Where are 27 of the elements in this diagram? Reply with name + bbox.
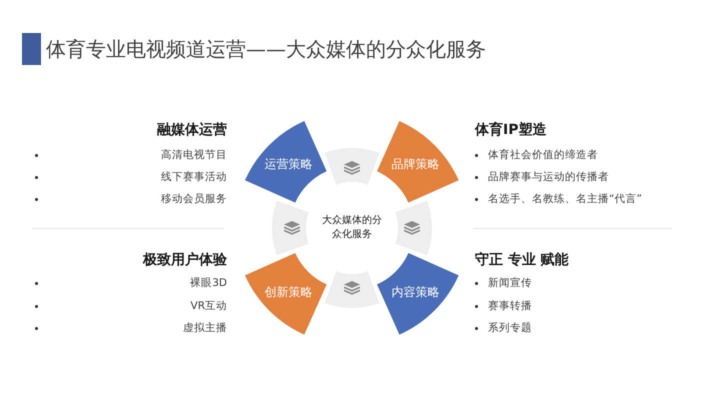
- strategy-petal: [245, 253, 327, 335]
- list-item: 品牌赛事与运动的传播者: [488, 170, 609, 184]
- list-item: 名选手、名教练、名主播“代言”: [488, 192, 642, 206]
- list-item: 系列专题: [488, 321, 532, 335]
- title: 体育专业电视频道运营——大众媒体的分众化服务: [46, 36, 486, 63]
- list-item: 高清电视节目: [161, 148, 227, 162]
- petal-label: 运营策略: [263, 156, 314, 172]
- petal-label: 内容策略: [390, 284, 441, 300]
- hub-label: 大众媒体的分众化服务: [321, 214, 383, 242]
- list-item: 赛事转播: [488, 299, 532, 313]
- strategy-petal: [377, 121, 459, 203]
- list-item: 虚拟主播: [183, 321, 227, 335]
- list-item: 移动会员服务: [161, 192, 227, 206]
- list-item: 新闻宣传: [488, 276, 532, 290]
- section-heading: 融媒体运营: [157, 121, 227, 139]
- petal-label: 创新策略: [263, 284, 314, 300]
- hub-circle: [306, 182, 398, 274]
- list-item: VR互动: [190, 299, 227, 313]
- strategy-petal: [245, 121, 327, 203]
- list-item: 线下赛事活动: [161, 170, 227, 184]
- petal-label: 品牌策略: [390, 156, 441, 172]
- section-heading: 守正 专业 赋能: [475, 251, 569, 269]
- list-item: 体育社会价值的缔造者: [488, 148, 598, 162]
- section-heading: 极致用户体验: [143, 251, 227, 269]
- section-heading: 体育IP塑造: [475, 121, 546, 139]
- list-item: 裸眼3D: [190, 276, 227, 290]
- strategy-petal: [377, 253, 459, 335]
